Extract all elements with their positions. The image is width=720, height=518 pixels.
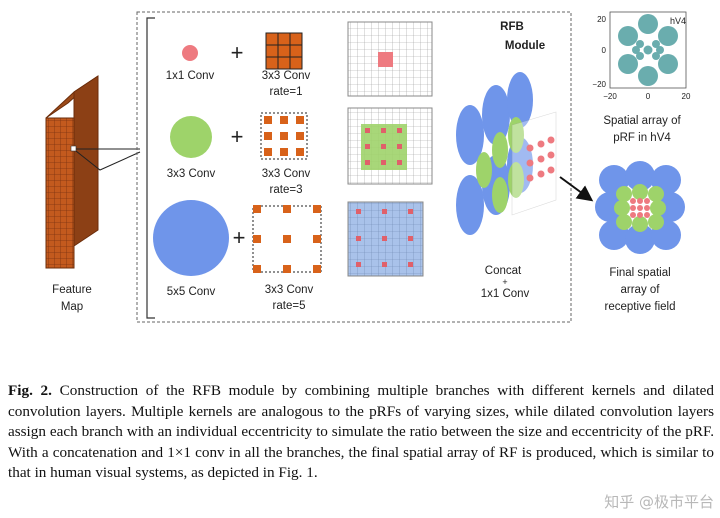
rfb-title-line2: Module (505, 40, 545, 52)
plus-sign: + (231, 124, 244, 149)
branch1-conv-label: 1x1 Conv (166, 70, 215, 82)
hv4-caption-line1: Spatial array of (603, 115, 681, 127)
rfb-dashed-box (136, 11, 572, 323)
output-arrow (559, 176, 594, 202)
branch1-dilated-label: 3x3 Conv (262, 70, 311, 82)
figure-label: Fig. 2. (8, 382, 52, 399)
kernel-5x5-circle (153, 200, 229, 276)
dilated-kernel-rate1 (265, 32, 303, 70)
final-spatial-array (595, 161, 685, 254)
branch3-dilated-label: 3x3 Conv (265, 284, 314, 296)
hv4-ytick-top: 20 (597, 15, 606, 24)
branch-bracket (146, 17, 155, 319)
kernel-3x3-circle (170, 116, 212, 158)
hv4-plot (609, 11, 687, 89)
hv4-xtick-right: 20 (682, 92, 691, 101)
kernel-1x1-circle (182, 45, 198, 61)
feature-map (45, 75, 141, 269)
concat-label-line1: Concat (485, 265, 522, 277)
plus-sign: + (231, 40, 244, 65)
branch2-dilated-label: 3x3 Conv (262, 168, 311, 180)
rfb-figure: Feature Map + 1x1 Conv 3x3 Conv rate=1 +… (45, 11, 691, 323)
hv4-ytick-mid: 0 (602, 46, 607, 55)
hv4-caption-line2: pRF in hV4 (613, 132, 671, 144)
hv4-label: hV4 (670, 16, 686, 26)
feature-map-label-line1: Feature (52, 284, 92, 296)
hv4-xtick-mid: 0 (646, 92, 651, 101)
rfb-title-line1: RFB (500, 21, 524, 33)
feature-map-label-line2: Map (61, 301, 83, 313)
receptive-grid-5 (347, 201, 424, 277)
dilated-kernel-rate5 (252, 205, 322, 273)
hv4-ytick-bot: −20 (592, 80, 606, 89)
branch2-rate-label: rate=3 (270, 184, 303, 196)
watermark: 知乎 @极市平台 (604, 493, 714, 511)
branch3-conv-label: 5x5 Conv (167, 286, 216, 298)
plus-sign: + (233, 225, 246, 250)
concat-label-line2: 1x1 Conv (481, 288, 530, 300)
branch2-conv-label: 3x3 Conv (167, 168, 216, 180)
concat-plus: + (502, 277, 507, 287)
concat-stack (456, 72, 557, 235)
hv4-xtick-left: −20 (603, 92, 617, 101)
caption-text: Construction of the RFB module by combin… (8, 382, 715, 482)
receptive-grid-1 (347, 21, 433, 97)
branch3-rate-label: rate=5 (273, 300, 306, 312)
final-label-line3: receptive field (605, 301, 676, 313)
final-label-line2: array of (621, 284, 661, 296)
final-label-line1: Final spatial (609, 267, 670, 279)
figure-caption: Fig. 2. Construction of the RFB module b… (8, 381, 714, 484)
branch1-rate-label: rate=1 (270, 86, 303, 98)
dilated-kernel-rate3 (260, 112, 308, 160)
receptive-grid-3 (347, 107, 433, 185)
